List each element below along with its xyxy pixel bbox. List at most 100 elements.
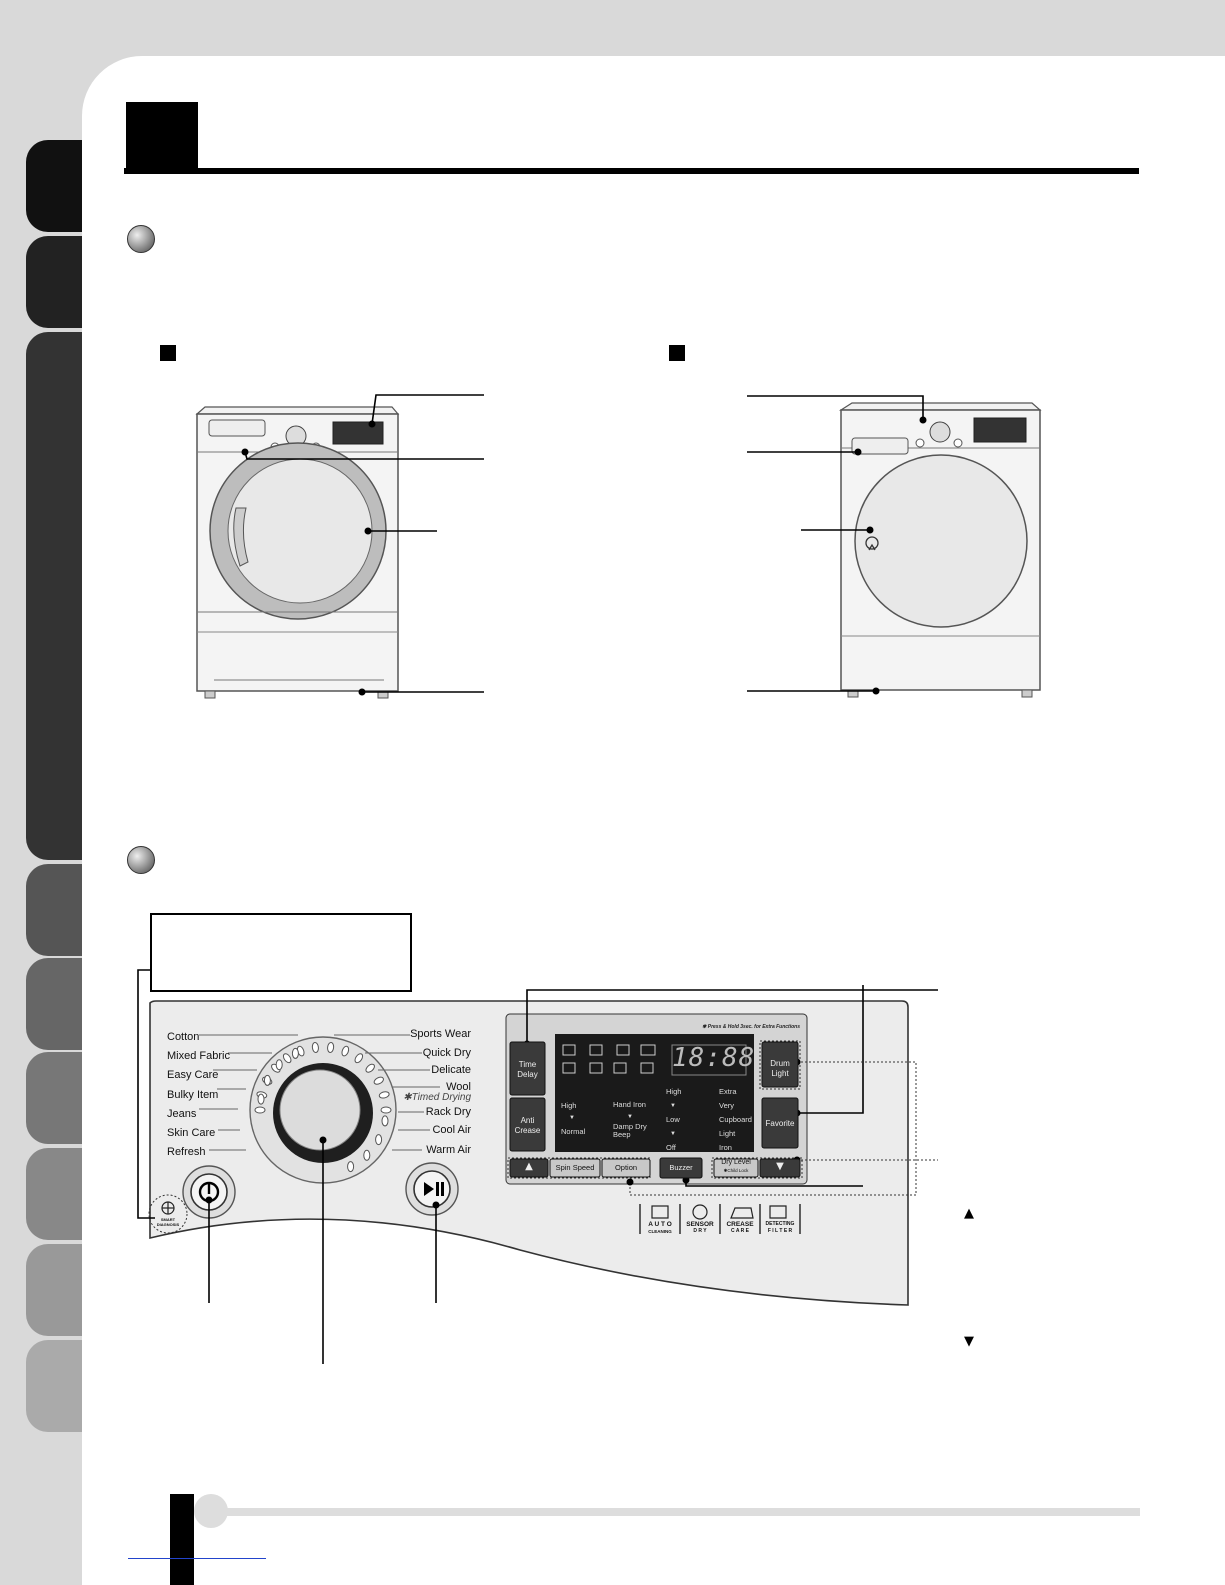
dial-led-9 — [354, 1053, 364, 1064]
dryer-front-left — [195, 406, 400, 699]
chapter-tab-9[interactable] — [26, 1340, 84, 1432]
power-icon — [198, 1181, 220, 1203]
feature-crease-care-bottom: C A R E — [731, 1228, 749, 1234]
program-skin-care[interactable]: Skin Care — [167, 1127, 216, 1140]
anti-crease-button[interactable]: Anti Crease — [510, 1116, 545, 1136]
program-rack-dry[interactable]: Rack Dry — [425, 1106, 471, 1118]
dial-led-0 — [254, 1106, 266, 1114]
program-quick-dry[interactable]: Quick Dry — [422, 1047, 471, 1059]
child-lock-label: ✱Child Lock — [723, 1168, 749, 1173]
feature-sensor-dry-top: SENSOR — [686, 1221, 714, 1228]
dial-led-7 — [327, 1042, 335, 1053]
dryer-front-right — [838, 402, 1042, 698]
program-cool-air[interactable]: Cool Air — [432, 1124, 471, 1136]
chapter-tab-3[interactable] — [26, 332, 84, 860]
chapter-tab-7[interactable] — [26, 1148, 84, 1240]
dial-led-ring — [254, 1042, 392, 1173]
anti-crease-line-1: Anti — [520, 1116, 535, 1125]
drum-light-line-2: Light — [771, 1069, 789, 1078]
feature-detecting-filter: DETECTING F I L T E R — [760, 1221, 800, 1235]
program-cotton[interactable]: Cotton — [167, 1031, 200, 1043]
display-icon-row — [562, 1044, 747, 1076]
model-square-right — [669, 345, 685, 361]
program-list-left: Cotton Mixed Fabric Easy Care Bulky Item… — [167, 1028, 230, 1162]
dry-cupboard: Cupboard — [719, 1115, 752, 1124]
up-button[interactable]: ▲ — [525, 1161, 533, 1172]
program-leader-lines — [199, 1034, 440, 1151]
dial-led-12 — [378, 1091, 390, 1099]
dial-led-lower-left-0 — [257, 1093, 265, 1105]
program-bulky-item[interactable]: Bulky Item — [167, 1088, 219, 1101]
time-delay-button[interactable]: Time Delay — [510, 1060, 545, 1080]
opt-hand-iron: Hand Iron — [613, 1100, 646, 1109]
opt-beep: Beep — [613, 1130, 631, 1139]
leader-lines-bottom — [137, 969, 938, 1364]
drum-light-button[interactable]: Drum Light — [762, 1059, 798, 1079]
timed-drying-note: ✱Timed Drying — [403, 1092, 471, 1103]
temp-normal: Normal — [561, 1127, 586, 1136]
buzzer-button[interactable]: Buzzer — [669, 1163, 693, 1172]
chapter-tab-5[interactable] — [26, 958, 84, 1050]
program-delicate[interactable]: Delicate — [431, 1064, 471, 1076]
footer-rule — [210, 1508, 1140, 1516]
spin-low: Low — [666, 1115, 680, 1124]
chapter-tab-2[interactable] — [26, 236, 84, 328]
smart-label-line-1: SMART — [160, 1217, 176, 1222]
dry-very: Very — [719, 1101, 735, 1110]
chapter-tab-1[interactable] — [26, 140, 84, 232]
header-rule — [124, 168, 1139, 174]
option-col-spin: High ▼ Low ▼ Off — [666, 1085, 681, 1155]
chapter-tab-8[interactable] — [26, 1244, 84, 1336]
model-square-left — [160, 345, 176, 361]
dial-led-lower-right-1 — [375, 1134, 383, 1146]
favorite-button[interactable]: Favorite — [765, 1119, 795, 1128]
anti-crease-line-2: Crease — [514, 1126, 541, 1135]
dry-level-label: Dry Level — [721, 1159, 751, 1166]
time-delay-line-1: Time — [518, 1060, 537, 1069]
option-button[interactable]: Option — [614, 1163, 638, 1172]
footer-page-circle — [194, 1494, 228, 1528]
feature-crease-care-top: CREASE — [726, 1221, 754, 1228]
dial-led-lower-left-1 — [263, 1074, 271, 1086]
dry-light: Light — [719, 1129, 736, 1138]
dial-led-6 — [311, 1042, 319, 1053]
program-warm-air[interactable]: Warm Air — [426, 1144, 471, 1156]
lock-icon — [865, 536, 879, 551]
spin-arrow-2: ▼ — [670, 1131, 676, 1137]
footer-link-underline — [128, 1558, 266, 1559]
down-button[interactable]: ▼ — [776, 1161, 784, 1172]
feature-auto-cleaning-top: A U T O — [648, 1221, 672, 1228]
program-sports-wear[interactable]: Sports Wear — [410, 1028, 471, 1040]
dial-led-lower-right-3 — [347, 1161, 355, 1173]
dial-led-10 — [365, 1063, 375, 1073]
chapter-tab-6[interactable] — [26, 1052, 84, 1144]
smart-diagnosis-label[interactable]: SMART DIAGNOSIS — [150, 1217, 186, 1227]
program-wool[interactable]: Wool — [446, 1081, 471, 1093]
dry-extra: Extra — [719, 1087, 737, 1096]
drum-light-line-1: Drum — [770, 1059, 790, 1068]
dry-iron: Iron — [719, 1143, 732, 1152]
spin-arrow-1: ▼ — [670, 1103, 676, 1109]
program-easy-care[interactable]: Easy Care — [167, 1069, 219, 1082]
feature-detecting-filter-bottom: F I L T E R — [767, 1228, 793, 1234]
dial-led-lower-left-2 — [275, 1059, 283, 1071]
feature-crease-care: CREASE C A R E — [720, 1221, 760, 1235]
chapter-tab-4[interactable] — [26, 864, 84, 956]
program-mixed-fabric[interactable]: Mixed Fabric — [167, 1050, 230, 1063]
feature-sensor-dry: SENSOR D R Y — [680, 1221, 720, 1235]
smart-label-line-2: DIAGNOSIS — [156, 1222, 180, 1227]
extra-functions-note: ✱ Press & Hold 3sec. for Extra Functions — [702, 1024, 800, 1030]
dry-level-button[interactable]: Dry Level ✱Child Lock — [714, 1159, 758, 1175]
leader-dots-top — [241, 416, 927, 696]
dial-led-lower-left-3 — [291, 1047, 299, 1059]
legend-up-icon: ▲ — [964, 1206, 974, 1221]
dial-led-13 — [380, 1106, 392, 1114]
spin-speed-button[interactable]: Spin Speed — [555, 1163, 595, 1172]
program-refresh[interactable]: Refresh — [167, 1146, 206, 1159]
control-panel — [149, 1000, 909, 1306]
smart-diagnosis-icon — [161, 1201, 175, 1215]
dial-led-4 — [282, 1053, 292, 1064]
program-jeans[interactable]: Jeans — [167, 1107, 197, 1120]
chapter-number-box — [126, 102, 198, 170]
